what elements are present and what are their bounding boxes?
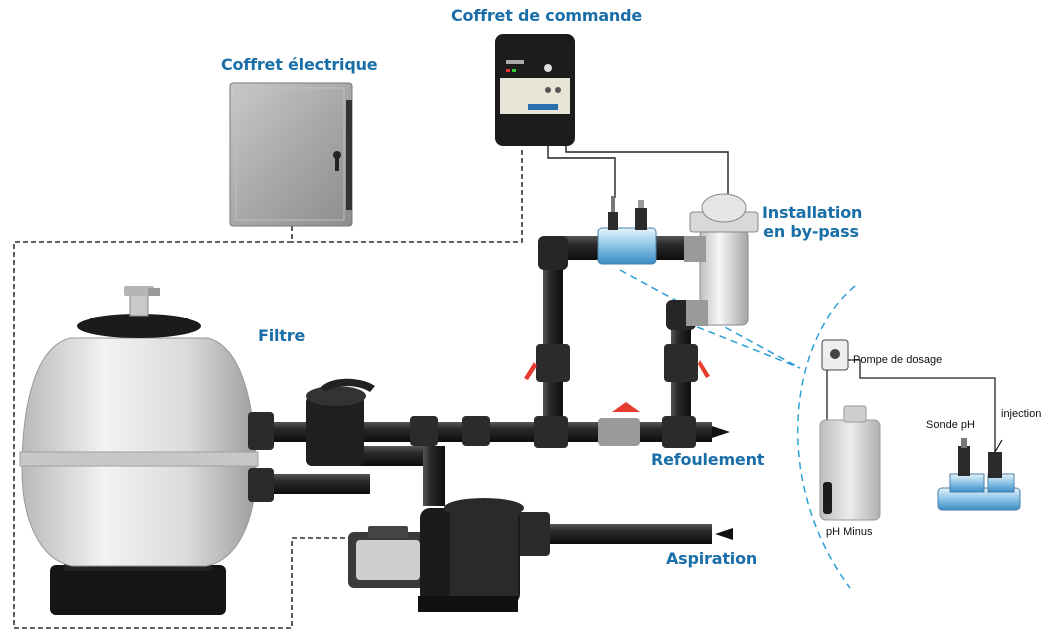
label-coffret-electrique: Coffret électrique xyxy=(221,55,378,74)
label-refoulement: Refoulement xyxy=(651,450,765,469)
bypass-piping xyxy=(524,196,710,430)
label-injection: injection xyxy=(1001,408,1042,420)
control-unit-icon xyxy=(495,34,575,146)
label-aspiration: Aspiration xyxy=(666,549,758,568)
label-coffret-commande: Coffret de commande xyxy=(451,6,643,25)
control-cables xyxy=(547,146,729,198)
sand-filter-icon xyxy=(19,286,259,615)
electrical-cabinet-icon xyxy=(229,82,353,227)
flow-arrows xyxy=(712,426,733,540)
ph-minus-can-icon xyxy=(819,405,881,521)
dosing-pump-icon xyxy=(821,339,849,371)
electrical-wiring xyxy=(13,150,523,629)
main-piping xyxy=(248,378,712,556)
label-sonde-ph: Sonde pH xyxy=(926,419,975,431)
pool-pump-icon xyxy=(348,498,524,612)
label-filtre: Filtre xyxy=(258,326,306,345)
label-installation-line1: Installation xyxy=(762,203,863,222)
electrolysis-cell-icon xyxy=(684,193,759,326)
label-installation-bypass: Installation en by-pass xyxy=(762,203,863,241)
label-installation-line2: en by-pass xyxy=(763,222,859,241)
label-ph-minus: pH Minus xyxy=(826,526,873,538)
label-pompe-dosage: Pompe de dosage xyxy=(853,354,943,366)
ph-probe-fitting-icon xyxy=(937,438,1021,511)
